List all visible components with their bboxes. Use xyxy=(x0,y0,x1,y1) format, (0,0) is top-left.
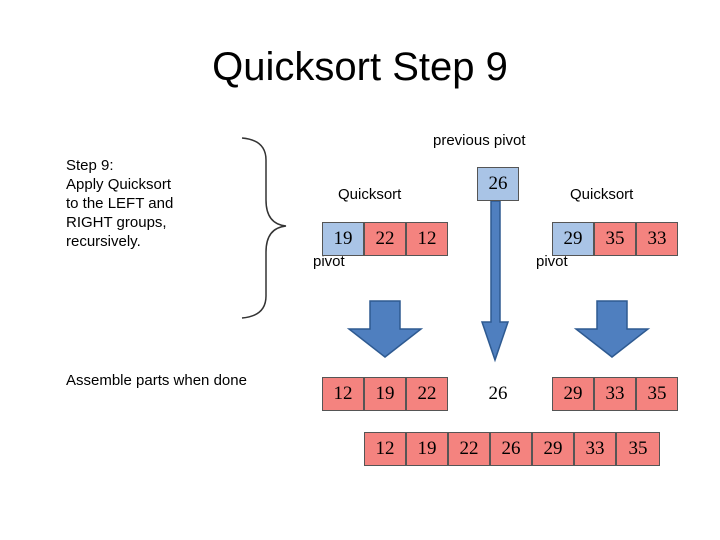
previous-pivot-label: previous pivot xyxy=(433,132,526,149)
sorted-middle-cell: 26 xyxy=(488,383,508,404)
curly-brace-icon xyxy=(241,137,287,319)
final-cell: 35 xyxy=(616,432,660,466)
left-group-cell: 22 xyxy=(364,222,406,256)
right-group-cell: 29 xyxy=(552,222,594,256)
right-group-cell: 33 xyxy=(636,222,678,256)
step-description: Step 9: Apply Quicksort to the LEFT and … xyxy=(66,157,174,250)
quicksort-right-label: Quicksort xyxy=(570,186,634,203)
final-cell: 12 xyxy=(364,432,406,466)
left-group-cell: 12 xyxy=(406,222,448,256)
sorted-right-cell: 33 xyxy=(594,377,636,411)
final-cell: 26 xyxy=(490,432,532,466)
final-cell: 29 xyxy=(532,432,574,466)
final-cell: 19 xyxy=(406,432,448,466)
sorted-left-cell: 22 xyxy=(406,377,448,411)
sorted-right-cell: 35 xyxy=(636,377,678,411)
final-cell: 33 xyxy=(574,432,616,466)
sorted-left-cell: 12 xyxy=(322,377,364,411)
pivot-left-label: pivot xyxy=(313,253,345,270)
final-cell: 22 xyxy=(448,432,490,466)
pivot-right-label: pivot xyxy=(536,253,568,270)
left-group-cell: 19 xyxy=(322,222,364,256)
page-title: Quicksort Step 9 xyxy=(212,45,508,89)
right-group-cell: 35 xyxy=(594,222,636,256)
quicksort-left-label: Quicksort xyxy=(338,186,402,203)
assemble-description: Assemble parts when done xyxy=(66,372,247,389)
previous-pivot-cell: 26 xyxy=(477,167,519,201)
arrow-down-middle-icon xyxy=(480,200,510,363)
arrow-down-right-icon xyxy=(573,300,651,358)
sorted-left-cell: 19 xyxy=(364,377,406,411)
sorted-right-cell: 29 xyxy=(552,377,594,411)
arrow-down-left-icon xyxy=(346,300,424,358)
